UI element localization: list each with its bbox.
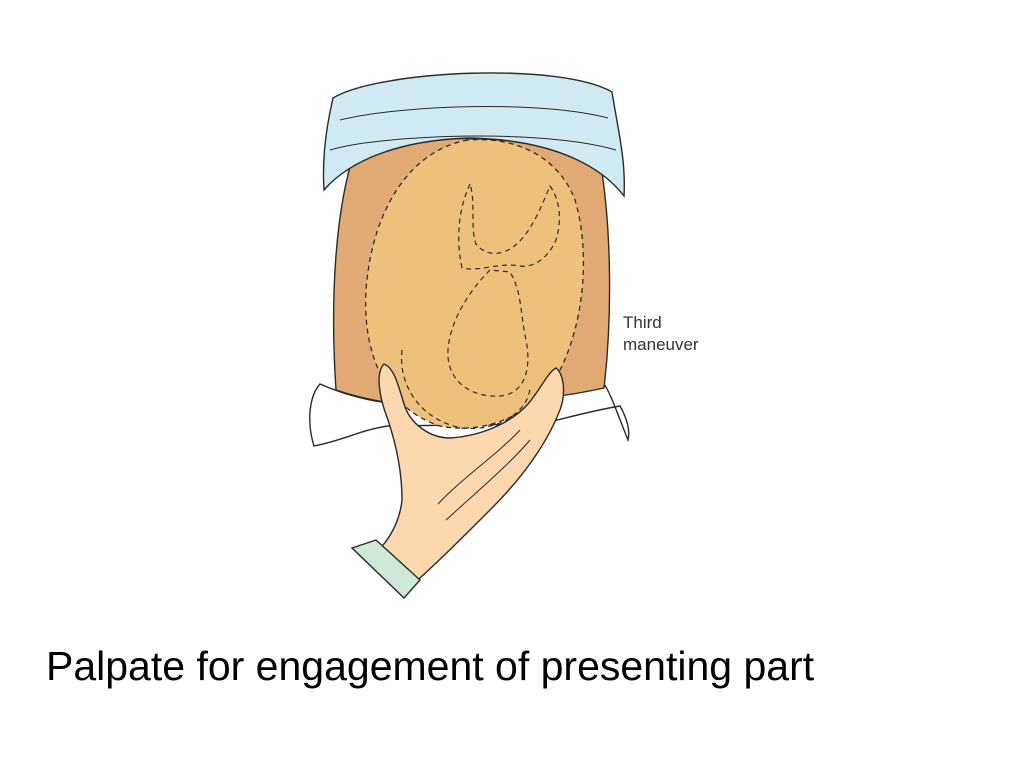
hand [375,363,565,594]
drape [322,72,626,198]
callout-line-1: Third [623,313,662,332]
fetus-outline [458,182,560,270]
uterus-outline [364,138,585,429]
fetus-head [400,349,531,430]
fetus-body [447,269,529,397]
slide-caption: Palpate for engagement of presenting par… [46,643,815,689]
sleeve [350,539,421,600]
callout-label: Third maneuver [623,312,699,356]
callout-line-2: maneuver [623,335,699,354]
